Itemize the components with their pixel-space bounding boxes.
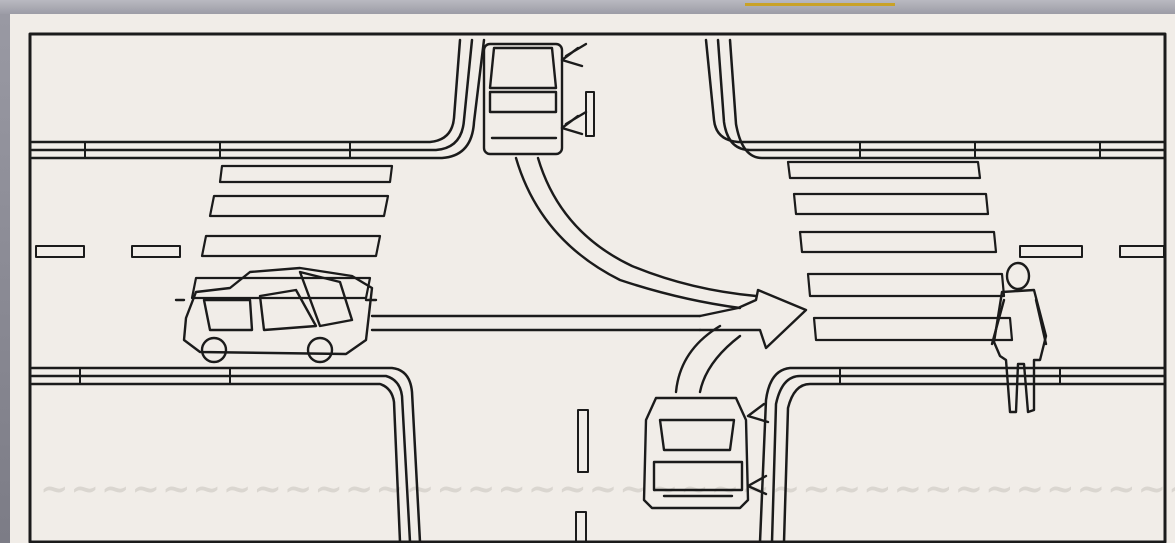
top-band: [0, 0, 1175, 14]
crosswalk-left: [190, 164, 394, 300]
top-accent: [745, 0, 895, 6]
pedestrian-icon: [990, 261, 1048, 414]
car-icon: [174, 266, 378, 364]
crosswalk-right: [786, 160, 1014, 342]
svg-text:~~~~~~~~~~~~~~~~~~~~~~~~~~~~~~: ~~~~~~~~~~~~~~~~~~~~~~~~~~~~~~~~~~~~~~~~: [40, 469, 1175, 509]
road-edges: [30, 38, 1167, 543]
car-icon: [642, 396, 770, 510]
illustration-border: [28, 32, 1167, 543]
curb-ticks: [79, 141, 1101, 385]
car-icon: [482, 42, 588, 156]
turn-arrow-icon: [370, 156, 808, 394]
lane-dashes: [35, 91, 1165, 543]
bleed-through-text: ~~~~~~~~~~~~~~~~~~~~~~~~~~~~~~~~~~~~~~~~: [40, 469, 1175, 509]
